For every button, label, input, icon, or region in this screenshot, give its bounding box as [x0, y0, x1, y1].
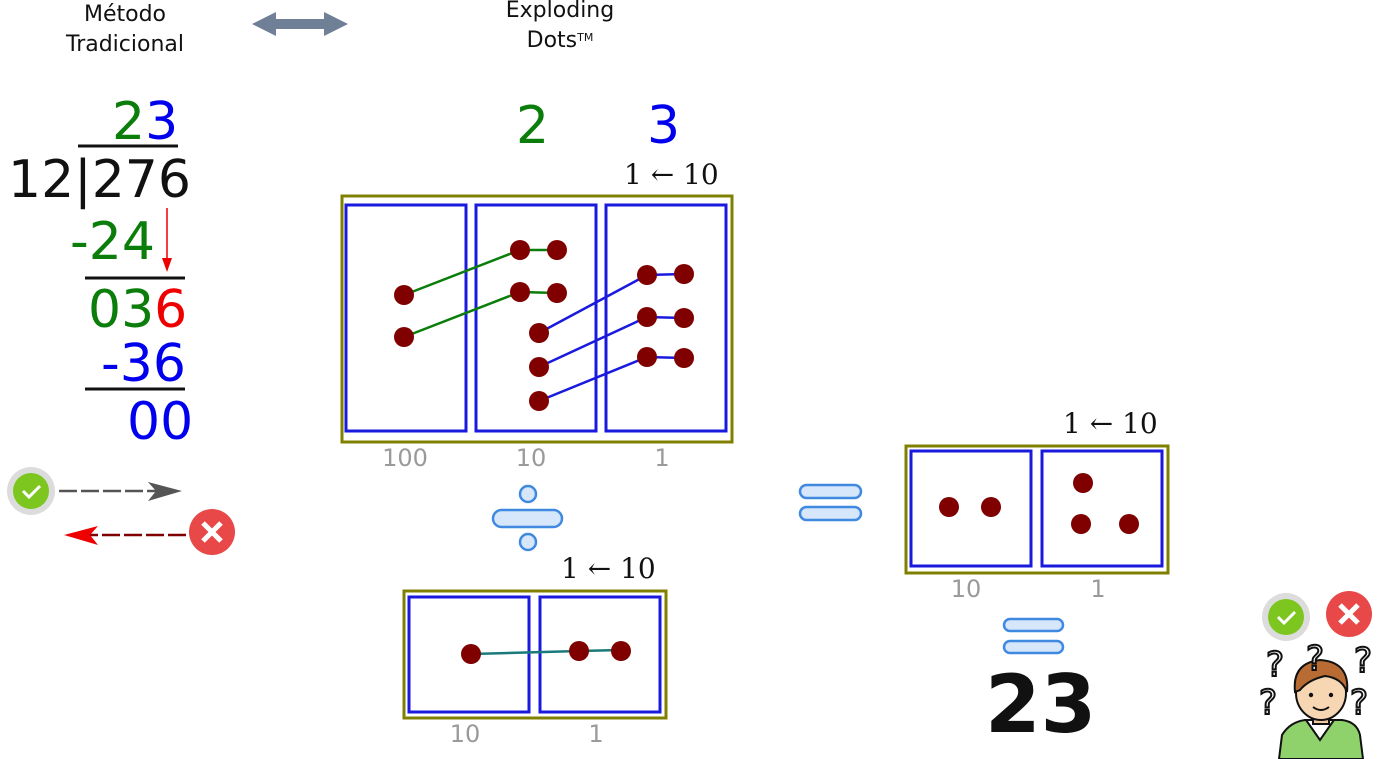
cross-icon — [189, 509, 235, 555]
dot — [674, 308, 694, 328]
division-expression: 12|276 — [8, 150, 191, 210]
dot — [981, 497, 1001, 517]
dot — [510, 240, 530, 260]
dot — [1073, 473, 1093, 493]
dot — [529, 391, 549, 411]
svg-text:?: ? — [1350, 683, 1368, 723]
dividend-label-hundreds: 100 — [382, 444, 428, 472]
dots-quotient-ones: 3 — [647, 96, 681, 156]
trademark-mark: TM — [577, 31, 594, 44]
brought-down-digit: 6 — [154, 280, 188, 340]
quotient-tens: 2 — [112, 92, 146, 152]
remainder-prefix: 03 — [88, 280, 155, 340]
dividend-label-ones: 1 — [654, 444, 670, 472]
dot — [510, 282, 530, 302]
traditional-title-line1: Método — [83, 2, 167, 27]
dot — [1119, 514, 1139, 534]
remainder-1: 036 — [88, 280, 187, 340]
check-icon — [7, 467, 55, 515]
svg-text:?: ? — [1266, 645, 1284, 685]
dot — [569, 641, 589, 661]
dots-title-line1: Exploding — [505, 0, 615, 23]
divisor-cell-tens — [407, 595, 531, 714]
result-value: 23 — [985, 658, 1097, 751]
exploding-dots-title: Exploding DotsTM — [480, 0, 640, 56]
equals-icon — [1002, 617, 1065, 655]
dividend-cell-ones — [604, 203, 728, 433]
dot — [637, 347, 657, 367]
dividend-cell-hundreds — [344, 203, 468, 433]
svg-text:?: ? — [1306, 639, 1324, 679]
quotient: 23 — [112, 92, 178, 152]
svg-text:?: ? — [1259, 683, 1277, 723]
subtraction-1: -24 — [70, 212, 155, 272]
dot — [674, 348, 694, 368]
dot — [637, 265, 657, 285]
dividend-cell-tens — [474, 203, 598, 433]
exchange-rule-result: 1 ← 10 — [1063, 407, 1158, 440]
division-icon — [491, 484, 564, 552]
division-bar: | — [74, 150, 92, 210]
dot — [674, 264, 694, 284]
dot — [547, 240, 567, 260]
dots-title-line2: Dots — [526, 28, 578, 53]
result-label-ones: 1 — [1090, 575, 1106, 603]
subtraction-2: -36 — [101, 334, 186, 394]
dot — [611, 641, 631, 661]
dots-quotient-tens: 2 — [516, 96, 550, 156]
dividend-dots — [394, 240, 694, 411]
svg-text:?: ? — [1354, 641, 1372, 681]
result-cell-tens — [909, 449, 1033, 568]
traditional-title-line2: Tradicional — [65, 32, 184, 57]
dot — [394, 327, 414, 347]
result-label-tens: 10 — [950, 575, 982, 603]
dot — [939, 497, 959, 517]
dividend-label-tens: 10 — [515, 444, 547, 472]
exchange-rule-dividend: 1 ← 10 — [624, 158, 719, 191]
cross-icon — [1326, 591, 1372, 637]
result-cell-ones — [1040, 449, 1164, 568]
forward-dashed-arrow — [59, 482, 182, 501]
quotient-ones: 3 — [145, 92, 179, 152]
equals-icon — [798, 483, 863, 522]
backward-dashed-arrow — [64, 526, 186, 545]
divisor-cell-ones — [538, 595, 662, 714]
division-rules — [78, 144, 185, 391]
bring-down-arrow — [162, 208, 172, 272]
exchange-rule-divisor: 1 ← 10 — [561, 552, 656, 585]
check-icon — [1262, 593, 1310, 641]
divisor: 12 — [8, 150, 75, 210]
divisor-label-tens: 10 — [449, 720, 481, 748]
final-remainder: 00 — [127, 392, 194, 452]
dot — [529, 323, 549, 343]
dot — [637, 307, 657, 327]
dot — [1071, 514, 1091, 534]
dot — [547, 283, 567, 303]
dividend: 276 — [91, 150, 191, 210]
dot — [394, 285, 414, 305]
dot — [461, 644, 481, 664]
dot — [529, 357, 549, 377]
double-arrow-icon — [252, 12, 348, 36]
divisor-label-ones: 1 — [588, 720, 604, 748]
result-dots — [939, 473, 1139, 534]
confused-person-icon: ? ? ? ? ? — [1258, 638, 1373, 759]
traditional-method-title: Método Tradicional — [45, 0, 205, 60]
divisor-dots — [461, 641, 631, 664]
